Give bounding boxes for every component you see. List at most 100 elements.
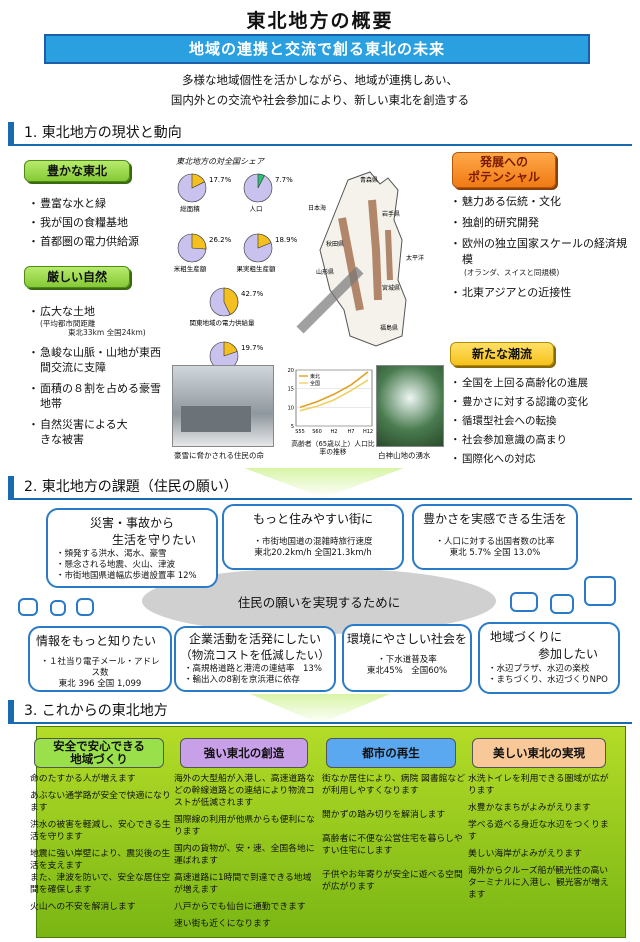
wish-detail: 東北 396 全国 1,099 <box>58 679 142 689</box>
snow-photo-vehicle <box>181 406 251 432</box>
future-column: 安全で安心できる 地域づくり 命のたすかる人が増えます あぶない通学路が安全で快… <box>30 738 174 934</box>
future-item: 開かずの踏み切りを解消します <box>322 810 446 820</box>
list-item: 我が国の食糧基地 <box>28 213 168 232</box>
future-item: 街なか居住により、病院 図書館などが利用しやすくなります <box>322 774 466 796</box>
pie-label: 人口 <box>250 205 263 213</box>
future-column: 美しい東北の実現 水洗トイレを利用できる圏域が広がります 水豊かなまちがよみがえ… <box>468 738 612 934</box>
decor-bubble <box>510 592 538 612</box>
wish-title: 環境にやさしい社会を <box>346 632 467 646</box>
future-item: 洪水の被害を軽減し、安心できる生活を守ります <box>30 820 171 842</box>
map-label: 福島県 <box>380 324 398 332</box>
x-tick: H12 <box>363 429 373 435</box>
wish-detail: ・輸出入の8割を京浜港に依存 <box>184 675 300 685</box>
decor-bubble <box>550 594 574 614</box>
future-column-header: 安全で安心できる 地域づくり <box>34 738 164 768</box>
future-item: 高速道路に1時間で到達できる地域が増えます <box>174 873 312 895</box>
wish-details: ・１社当り電子メール・アドレス数 東北 396 全国 1,099 <box>30 649 170 694</box>
wish-bubble: 情報をもっと知りたい ・１社当り電子メール・アドレス数 東北 396 全国 1,… <box>28 626 172 692</box>
future-item: 高齢者に不便な公営住宅を暮らしやすい住宅にします <box>322 834 463 856</box>
wish-title: 地域づくりに <box>490 630 563 644</box>
share-pies: 17.7%総面積7.7%人口26.2%米粗生産額18.9%果実粗生産額42.7%… <box>174 173 298 366</box>
mountain-range <box>385 229 393 281</box>
wish-title: もっと住みやすい街に <box>252 512 373 526</box>
page-subtitle: 地域の連携と交流で創る東北の未来 <box>44 34 590 64</box>
mountain-range <box>338 217 364 311</box>
future-item: 火山への不安を解消します <box>30 902 136 912</box>
future-column-header: 都市の再生 <box>326 738 456 768</box>
share-pie: 17.7%総面積 <box>177 173 232 213</box>
x-tick: H2 <box>331 429 338 435</box>
tohoku-map: 青森県 秋田県 岩手県 山形県 宮城県 福島県 日本海 太平洋 <box>296 171 424 347</box>
rich-tohoku-label: 豊かな東北 <box>24 160 130 182</box>
potential-label: 発展への ポテンシャル <box>452 152 556 188</box>
wish-title: 情報をもっと知りたい <box>36 634 157 648</box>
wish-detail: ・１社当り電子メール・アドレス数 <box>40 657 160 678</box>
list-item: 社会参加意識の高まり <box>450 431 630 450</box>
pie-slice <box>257 173 265 189</box>
wish-detail: ・懸念される地震、火山、津波 <box>56 560 176 570</box>
wish-title: 生活を守りたい <box>111 533 196 547</box>
potential-note: (オランダ、スイスと同規模) <box>464 268 560 277</box>
section-1-title: 1. 東北地方の現状と動向 <box>24 125 182 141</box>
potential-label-line: 発展への <box>479 155 528 169</box>
pie-value: 42.7% <box>241 290 264 298</box>
future-item: 学べる遊べる身近な水辺をつくります <box>468 820 609 842</box>
pie-slice <box>191 233 207 250</box>
list-item: ・面積の８割を占める豪雪地帯 <box>28 382 161 410</box>
pie-label: 果実粗生産額 <box>237 264 277 273</box>
wish-detail: 東北45% 全国60% <box>366 666 448 676</box>
mountain-range <box>368 199 382 301</box>
section-3-heading: 3. これからの東北地方 <box>8 700 632 724</box>
wish-title: 企業活動を活発にしたい <box>188 632 321 646</box>
wish-title: 災害・事故から <box>89 516 174 530</box>
wish-title: （物流コストを低減したい） <box>180 648 330 662</box>
share-title: 東北地方の対全国シェア <box>176 157 264 166</box>
list-item: ・欧州の独立国家スケールの経済規模 <box>450 237 627 266</box>
area-note: 東北33km 全国24km) <box>68 328 146 337</box>
severe-nature-label: 厳しい自然 <box>24 266 130 288</box>
map-label: 岩手県 <box>382 210 400 218</box>
y-tick: 20 <box>288 368 294 374</box>
pie-value: 18.9% <box>275 236 298 244</box>
wish-detail: ・まちづくり、水辺づくりNPO <box>488 675 608 685</box>
wish-details: ・頻発する洪水、渇水、豪雪 ・懸念される地震、火山、津波 ・市街地国県道幅広歩道… <box>48 548 216 586</box>
future-item: 美しい海岸がよみがえります <box>468 849 582 859</box>
pie-slice <box>191 173 205 189</box>
future-item: 国内の貨物が、安・速、全国各地に運ばれます <box>174 844 315 866</box>
wish-bubble: もっと住みやすい街に ・市街地国道の混雑時旅行速度 東北20.2km/h 全国2… <box>222 504 404 570</box>
wish-detail: ・頻発する洪水、渇水、豪雪 <box>56 549 167 559</box>
pie-value: 19.7% <box>241 344 264 352</box>
pie-slice <box>257 233 272 249</box>
wish-details: ・水辺プラザ、水辺の楽校 ・まちづくり、水辺づくりNPO <box>480 662 618 690</box>
wish-title: 参加したい <box>537 647 598 661</box>
list-item: 全国を上回る高齢化の進展 <box>450 374 630 393</box>
pie-label: 関東地域の電力供給量 <box>190 318 256 327</box>
series-line <box>299 371 369 409</box>
wish-bubble: 災害・事故から 生活を守りたい ・頻発する洪水、渇水、豪雪 ・懸念される地震、火… <box>46 508 218 588</box>
series-line <box>299 379 369 412</box>
section-1-heading: 1. 東北地方の現状と動向 <box>8 122 632 146</box>
intro-text: 多様な地域個性を活かしながら、地域が連携しあい、 国内外との交流や社会参加により… <box>0 70 640 110</box>
pie-slice <box>223 287 239 315</box>
map-shape <box>319 171 407 347</box>
list-item: ・魅力ある伝統・文化 <box>450 195 561 208</box>
snow-arrow <box>296 266 364 334</box>
wish-details: ・人口に対する出国者数の比率 東北 5.7% 全国 13.0% <box>414 527 576 563</box>
future-item: あぶない通学路が安全で快適になります <box>30 791 171 813</box>
potential-list: ・魅力ある伝統・文化 ・独創的研究開発 ・欧州の独立国家スケールの経済規模 (オ… <box>450 194 630 301</box>
share-pie: 7.7% 人口 <box>243 173 293 213</box>
legend-label: 東北 <box>310 373 320 380</box>
legend-label: 全国 <box>310 380 320 387</box>
pie-value: 7.7% <box>275 176 293 184</box>
wish-bubble: 環境にやさしい社会を ・下水道普及率 東北45% 全国60% <box>342 624 472 692</box>
future-item: 速い街も近くになります <box>174 919 271 929</box>
share-pie: 42.7% 関東地域の電力供給量 <box>190 287 264 327</box>
list-item: 豊富な水と緑 <box>28 194 168 213</box>
map-label: 秋田県 <box>326 240 344 248</box>
wish-detail: ・市街地国県道幅広歩道設置率 12% <box>56 571 197 581</box>
list-item: ・急峻な山脈・山地が東西間交流に支障 <box>28 346 161 374</box>
map-label: 山形県 <box>316 268 334 276</box>
wish-bubble: 企業活動を活発にしたい （物流コストを低減したい） ・高規格道路と港湾の連結率 … <box>174 626 336 692</box>
future-column: 都市の再生 街なか居住により、病院 図書館などが利用しやすくなります 開かずの踏… <box>322 738 466 934</box>
